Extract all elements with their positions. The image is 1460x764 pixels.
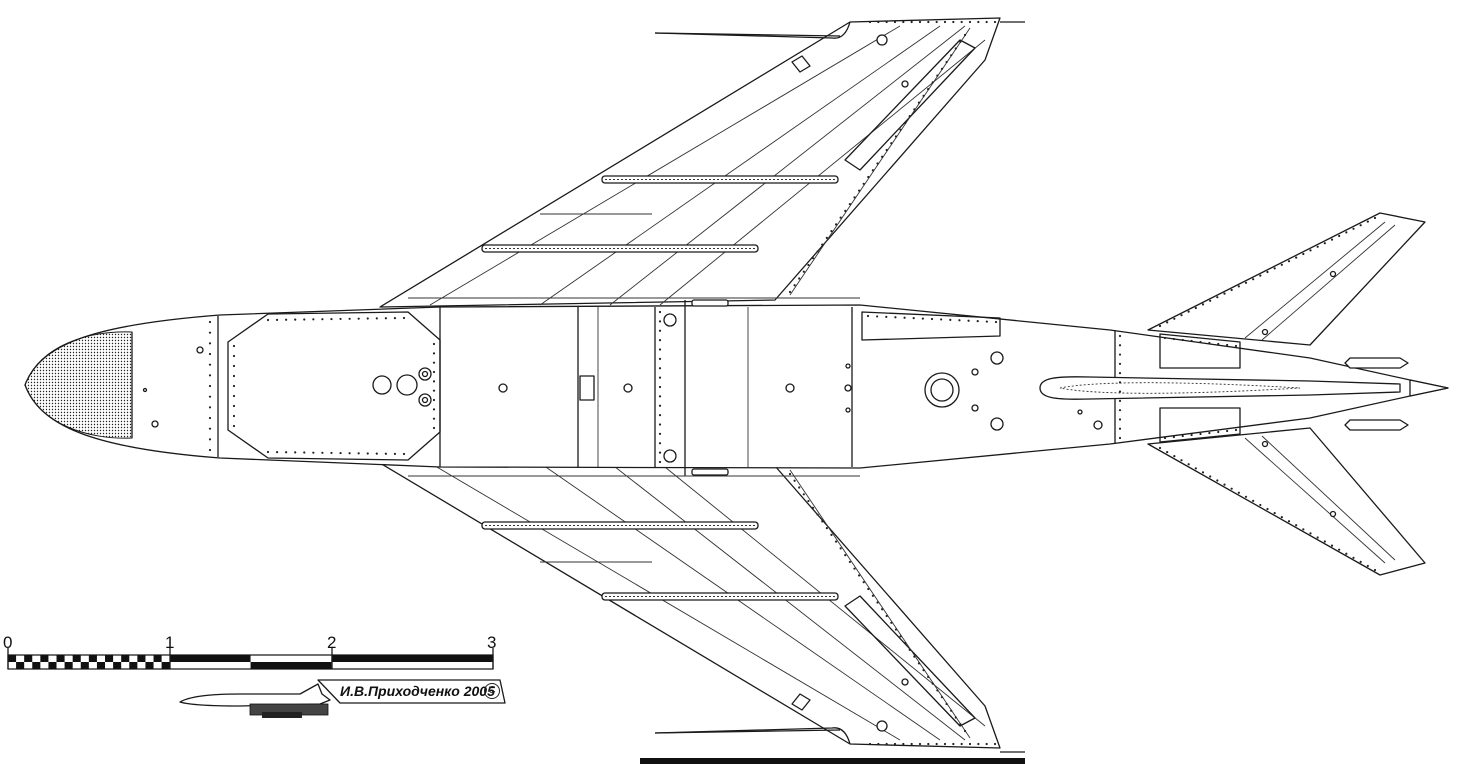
scale-tick-3: 3 [487, 633, 497, 652]
scale-tick-2: 2 [327, 633, 337, 652]
scale-tick-0: 0 [3, 633, 13, 652]
lower-stabilizer [1147, 427, 1426, 576]
lower-wing [379, 462, 1025, 753]
rivet-lines [208, 20, 1377, 746]
scale-bar [7, 648, 494, 670]
upper-stabilizer [1147, 212, 1426, 346]
upper-wing [379, 17, 1025, 308]
credit-plate [317, 679, 506, 704]
copyright-icon: C [484, 683, 500, 699]
author-credit: И.В.Приходченко 2005 [340, 683, 495, 699]
side-view-silhouette [179, 683, 331, 718]
bottom-edge-bar [640, 758, 1025, 764]
fuselage [24, 297, 1449, 477]
scale-tick-1: 1 [165, 633, 175, 652]
